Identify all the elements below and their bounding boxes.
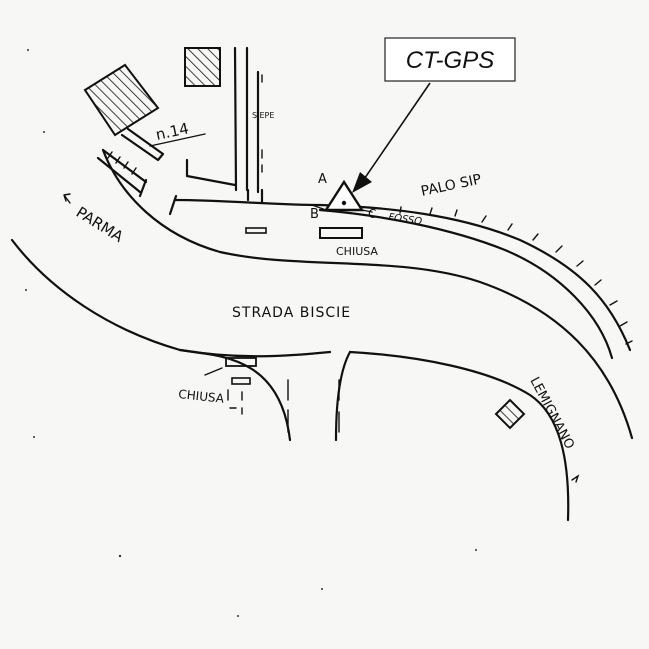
lemignano-label: LEMIGNANO <box>526 375 576 452</box>
paper-specks <box>25 49 477 617</box>
siepe-label: SIEPE <box>252 111 274 120</box>
callout-label: CT-GPS <box>406 47 494 74</box>
building-top <box>184 47 221 87</box>
gps-point <box>311 179 373 213</box>
chiusa-bottom-label: CHIUSA <box>178 387 226 406</box>
number-label: n.14 <box>154 119 190 144</box>
chiusa-bottom-bracket <box>204 367 223 376</box>
gate-parma <box>96 148 178 216</box>
point-a-label: A <box>318 172 327 187</box>
ditch-ticks <box>399 206 633 345</box>
building-right <box>494 398 526 430</box>
wall-post <box>246 188 264 204</box>
palo-sip-label: PALO SIP <box>420 172 483 200</box>
lemignano-arrow <box>571 474 580 483</box>
point-b-label: B <box>310 207 319 222</box>
callout-arrow-line <box>357 82 431 189</box>
ct-gps-callout: CT-GPS <box>352 37 516 193</box>
point-c-label: C <box>368 207 376 221</box>
road-edge-inner <box>174 198 632 352</box>
wall-left <box>185 158 237 187</box>
number-underline <box>149 133 206 147</box>
chiusa-block-bottom-2 <box>231 377 251 385</box>
hedge: SIEPE <box>233 46 274 194</box>
small-structure <box>120 127 165 162</box>
road-edge-lower <box>10 238 332 358</box>
callout-box <box>384 37 516 82</box>
road-edge-lower-right <box>348 350 570 522</box>
chiusa-block-top <box>319 227 363 239</box>
chiusa-block-bottom-1 <box>225 357 257 367</box>
chiusa-block-small <box>245 227 267 234</box>
chiusa-top-label: CHIUSA <box>336 245 378 258</box>
parma-label: PARMA <box>73 203 127 246</box>
road-edge-inner2 <box>318 208 614 360</box>
building-large <box>83 63 160 137</box>
fosso-label: FOSSO <box>388 212 423 228</box>
road-edge-upper <box>101 148 634 440</box>
road-edge-right-branch <box>334 350 352 442</box>
strada-biscie-label: STRADA BISCIE <box>232 305 351 321</box>
callout-arrowhead <box>352 172 372 193</box>
parma-arrow <box>63 193 71 204</box>
dashed-lines <box>227 379 340 433</box>
